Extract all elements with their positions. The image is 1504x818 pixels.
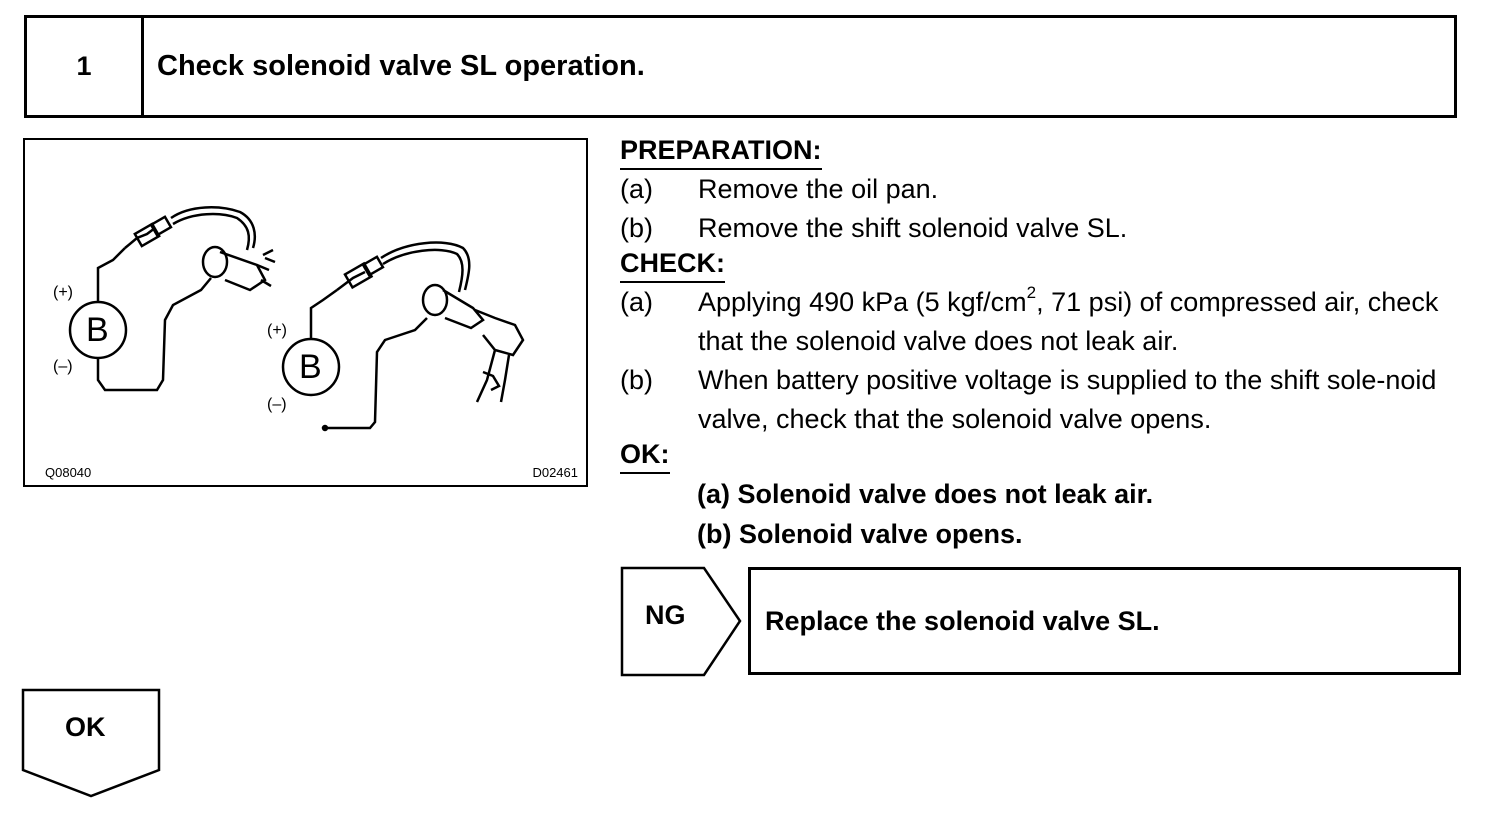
ng-action-box: Replace the solenoid valve SL. xyxy=(748,567,1461,675)
item-text: When battery positive voltage is supplie… xyxy=(698,365,1437,434)
ok-heading: OK: xyxy=(620,439,670,474)
step-header: 1 Check solenoid valve SL operation. xyxy=(24,15,1457,118)
check-item: (b) When battery positive voltage is sup… xyxy=(620,361,1470,439)
item-text: Applying 490 kPa (5 kgf/cm2, 71 psi) of … xyxy=(698,283,1470,361)
item-label: (a) xyxy=(620,287,653,317)
preparation-item: (b) Remove the shift solenoid valve SL. xyxy=(620,209,1470,248)
ng-action-text: Replace the solenoid valve SL. xyxy=(765,605,1160,636)
plus-label-left: (+) xyxy=(53,284,73,301)
item-text-pre: Applying 490 kPa (5 kgf/cm xyxy=(698,287,1027,317)
ok-arrow-shape xyxy=(21,688,161,798)
ok-criterion: (b) Solenoid valve opens. xyxy=(697,519,1023,549)
ng-label: NG xyxy=(645,600,686,630)
check-heading: CHECK: xyxy=(620,248,725,283)
item-text-post: , 71 psi) of compressed air, check that … xyxy=(698,287,1439,356)
item-text: Remove the shift solenoid valve SL. xyxy=(698,213,1128,243)
battery-label-right: B xyxy=(299,348,322,386)
step-title: Check solenoid valve SL operation. xyxy=(157,50,645,82)
item-label: (a) xyxy=(620,174,653,204)
figure-code-right: D02461 xyxy=(532,465,578,480)
illustration: B B (+) (–) (+) (–) Q08040 D02461 xyxy=(23,138,588,487)
figure-code-left: Q08040 xyxy=(45,465,92,480)
superscript: 2 xyxy=(1026,283,1037,302)
ok-criterion: (a) Solenoid valve does not leak air. xyxy=(697,479,1154,509)
check-item: (a) Applying 490 kPa (5 kgf/cm2, 71 psi)… xyxy=(620,283,1470,361)
battery-label-left: B xyxy=(86,311,109,349)
plus-label-right: (+) xyxy=(267,322,287,339)
step-number: 1 xyxy=(27,18,144,115)
item-label: (b) xyxy=(620,365,653,395)
item-text: Remove the oil pan. xyxy=(698,174,939,204)
ok-label: OK xyxy=(65,712,106,742)
item-label: (b) xyxy=(620,213,653,243)
ng-arrow-shape xyxy=(620,566,742,677)
minus-label-left: (–) xyxy=(53,358,73,375)
preparation-item: (a) Remove the oil pan. xyxy=(620,170,1470,209)
preparation-heading: PREPARATION: xyxy=(620,135,822,170)
instructions: PREPARATION: (a) Remove the oil pan. (b)… xyxy=(620,135,1470,554)
solenoid-test-drawing xyxy=(68,206,525,432)
minus-label-right: (–) xyxy=(267,396,287,413)
